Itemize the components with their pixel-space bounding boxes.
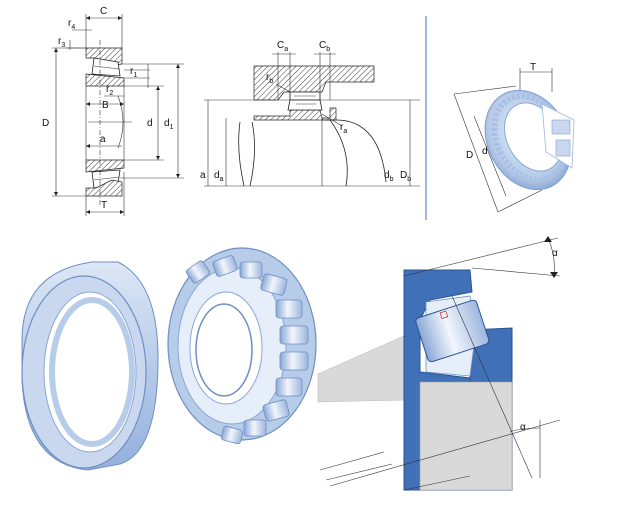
dim-cb-label: Cb xyxy=(319,40,330,53)
cone-assembly xyxy=(167,247,317,445)
dim-c-label: C xyxy=(100,6,107,17)
dim-r4-label: r4 xyxy=(68,18,75,31)
dim-ra-label: ra xyxy=(340,122,347,135)
dim-da-label: da xyxy=(214,170,224,183)
dim-b-label: B xyxy=(102,100,109,111)
dim-rb-label: rb xyxy=(266,72,273,85)
alpha-top-label: α xyxy=(552,248,558,259)
roller-set xyxy=(185,255,309,445)
dim-left-partial-label: a xyxy=(200,170,206,181)
mounting-drawing: Ca Cb rb ra a da db Db xyxy=(200,40,420,187)
dim-ca-label: Ca xyxy=(277,40,288,53)
section-drawing: C r4 r3 r1 r2 B a D xyxy=(42,6,184,216)
dim-db-outer-label: Db xyxy=(400,170,411,183)
dim-r3-label: r3 xyxy=(58,36,65,49)
dim-d-inner-label: d xyxy=(147,118,153,129)
dim-r2-label: r2 xyxy=(106,84,113,97)
dim-a-label: a xyxy=(100,134,106,145)
dim-t-label: T xyxy=(101,200,107,211)
dim-d-outer-label: D xyxy=(42,118,49,129)
iso-t-label: T xyxy=(530,62,536,73)
dim-db-label: db xyxy=(384,170,394,183)
outer-cup-ring xyxy=(21,261,159,471)
dim-r1-label: r1 xyxy=(130,66,137,79)
iso-bearing-drawing: T D d xyxy=(453,62,575,213)
alpha-bottom-label: α xyxy=(520,422,526,433)
dim-d1-label: d1 xyxy=(164,118,174,131)
contact-angle-drawing: α α xyxy=(317,236,561,491)
iso-d-inner-label: d xyxy=(482,146,488,157)
iso-d-outer-label: D xyxy=(466,150,473,161)
